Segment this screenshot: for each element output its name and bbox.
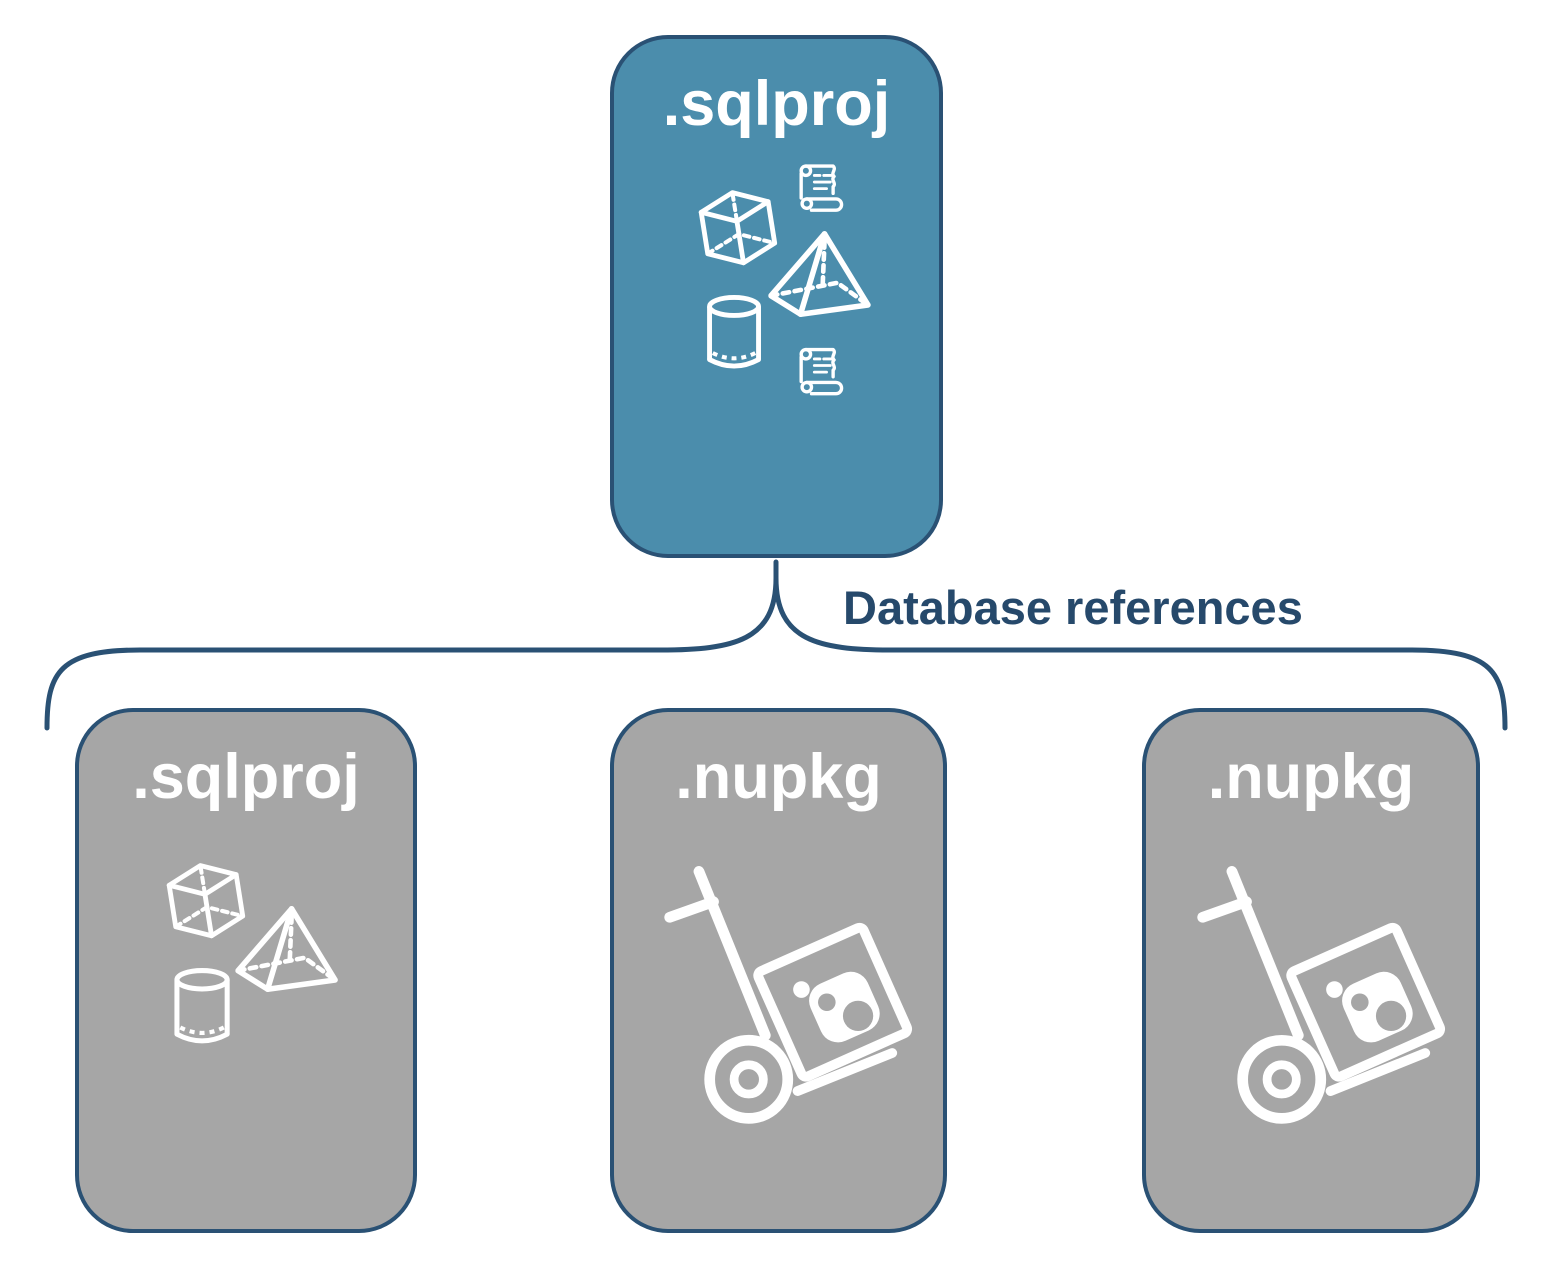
root-box-sqlproj: .sqlproj [610,35,943,558]
child-box-sqlproj: .sqlproj [75,708,417,1233]
cube-icon [167,860,245,941]
child-box-nupkg-1: .nupkg [610,708,947,1233]
package-icon-group [614,712,943,1229]
child-box-nupkg-2: .nupkg [1142,708,1480,1233]
hand-truck-icon [1203,871,1442,1118]
child-box-title: .nupkg [675,742,882,812]
cylinder-icon [177,971,227,1041]
sql-objects-icon-group [79,712,413,1229]
hand-truck-icon [670,871,909,1118]
package-icon-group [1146,712,1476,1229]
child-box-title: .nupkg [1207,742,1415,812]
root-box-title: .sqlproj [662,69,891,139]
pyramid-icon [238,909,335,989]
connector-label: Database references [843,581,1303,634]
child-box-title: .sqlproj [132,742,360,812]
